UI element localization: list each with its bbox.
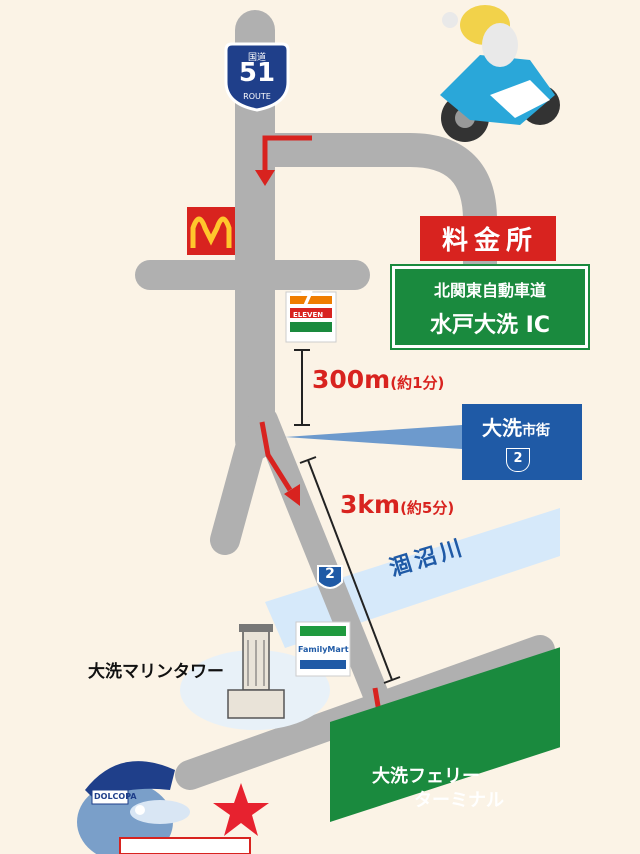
familymart-logo: [295, 621, 351, 677]
route2-shield-number: 2: [325, 566, 335, 582]
route-51-shield-bottom: ROUTE: [243, 92, 271, 101]
city-sign-route-shield: 2: [506, 448, 530, 472]
route-arrow-2: [259, 421, 293, 492]
distance-bracket-3km: [299, 456, 401, 684]
city-sign-route: 2: [513, 451, 523, 466]
route-51-shield: [224, 42, 290, 112]
city-sign-suffix: 市街: [522, 423, 550, 439]
main-road: [252, 407, 393, 718]
marine-tower-icon: [180, 624, 330, 730]
route-arrow-1: [262, 135, 312, 172]
route-51-shield-top: 国道: [247, 53, 266, 63]
route2-shield: [317, 565, 343, 589]
distance-3km-main: 3km: [340, 490, 401, 519]
distance-300m-main: 300m: [312, 365, 391, 394]
familymart-text: FamilyMart: [298, 645, 349, 654]
route-arrow-1-head: [255, 170, 275, 186]
ferry-label-line2: ターミナル: [414, 790, 504, 811]
distance-3km-sub: (約5分): [400, 499, 455, 517]
tollgate-label: 料金所: [420, 216, 557, 261]
dolphin-mascot: [77, 761, 251, 854]
direction-beam: [285, 425, 462, 449]
city-sign-name: 大洗: [482, 416, 522, 440]
left-branch-road: [210, 415, 270, 555]
ic-sign-line2: 水戸大洗 IC: [430, 313, 550, 338]
ferry-label-line1: 大洗フェリー: [372, 766, 480, 787]
distance-bracket-300m: [294, 349, 310, 426]
dolphin-cap-text: DOLCOPA: [94, 792, 137, 801]
star-icon: [213, 783, 269, 836]
distance-3km: 3km(約5分): [340, 490, 454, 519]
city-direction-sign: 大洗市街 2: [462, 404, 582, 480]
route-51-shield-number: 51: [238, 58, 276, 88]
seven-eleven-number: 7: [300, 287, 314, 311]
ic-loop-road: [238, 133, 497, 282]
seven-eleven-logo: [285, 291, 337, 343]
motorcycle-mascot: [440, 5, 560, 142]
distance-300m: 300m(約1分): [312, 365, 444, 394]
seven-eleven-text: ELEVEN: [293, 311, 324, 319]
mcdonalds-logo: [187, 207, 235, 255]
distance-300m-sub: (約1分): [390, 374, 445, 392]
route-arrow-2-head: [284, 484, 300, 506]
ic-sign-line1: 北関東自動車道: [433, 281, 546, 300]
ic-sign: 北関東自動車道 水戸大洗 IC: [390, 264, 590, 350]
marine-tower-label: 大洗マリンタワー: [88, 662, 224, 682]
